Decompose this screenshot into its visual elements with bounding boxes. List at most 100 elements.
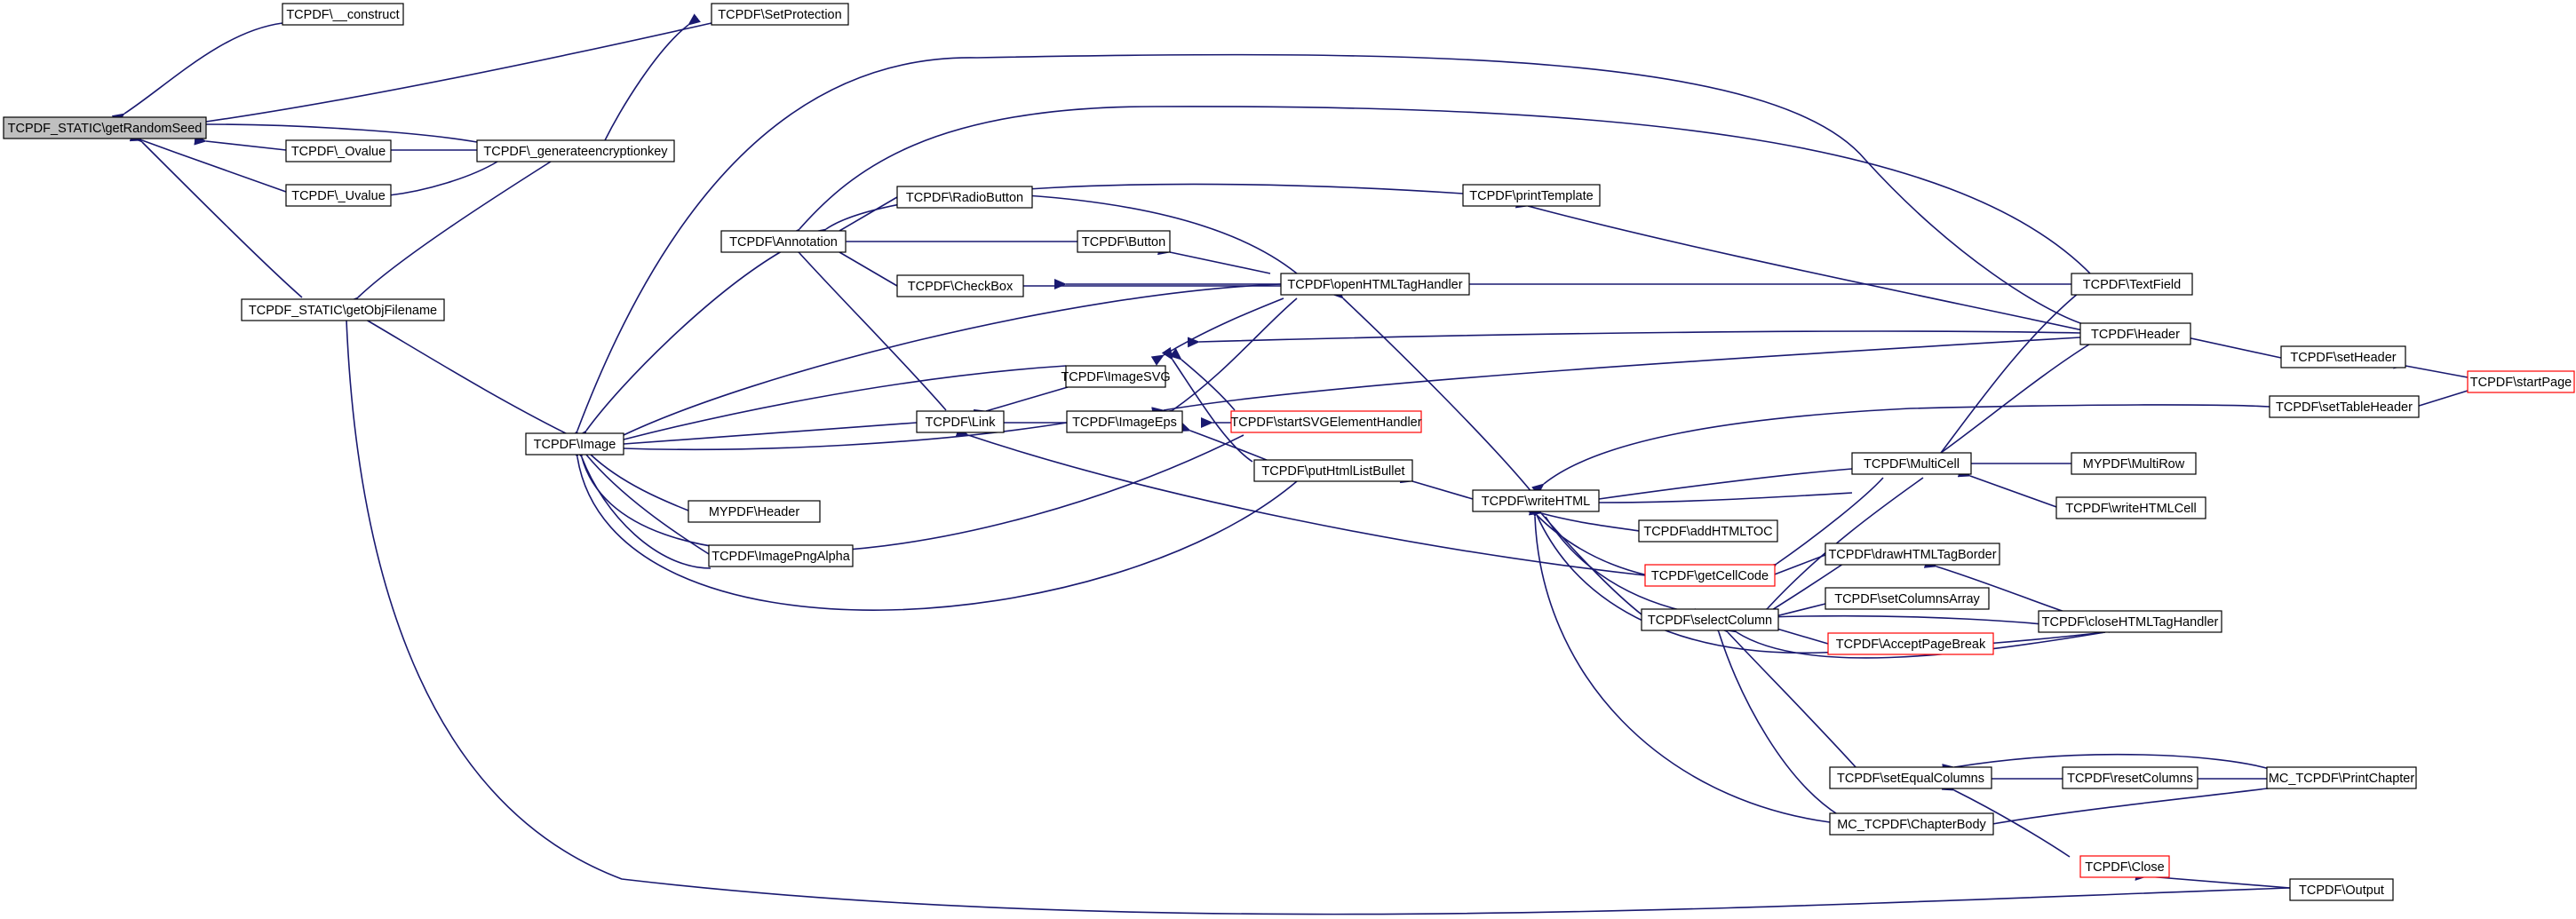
edge-openhtml-to-imageeps	[1159, 297, 1298, 422]
node-startsvg[interactable]: TCPDF\startSVGElementHandler	[1230, 410, 1422, 433]
edge-closehtml-to-selectcol2	[1723, 621, 2106, 659]
node-label: TCPDF\_generateencryptionkey	[483, 145, 668, 159]
edge-imagesvg-to-link	[973, 386, 1069, 420]
edge-imageeps-to-image	[611, 422, 1068, 454]
node-label: TCPDF\addHTMLTOC	[1643, 525, 1772, 539]
node-annotation[interactable]: TCPDF\Annotation	[720, 230, 847, 253]
node-box	[1829, 812, 1994, 836]
node-setcolarr[interactable]: TCPDF\setColumnsArray	[1825, 587, 1990, 610]
node-setprot[interactable]: TCPDF\SetProtection	[711, 3, 849, 26]
edge-genkey-to-uvalue	[377, 161, 498, 202]
edge-drawborder-to-getcellcode	[1759, 554, 1826, 585]
node-genkey[interactable]: TCPDF\_generateencryptionkey	[476, 139, 675, 162]
edge-header-to-imageeps	[1151, 337, 2081, 418]
node-addhtmltoc[interactable]: TCPDF\addHTMLTOC	[1638, 519, 1778, 543]
node-box	[896, 186, 1033, 209]
node-label: TCPDF\writeHTML	[1482, 495, 1590, 509]
node-button[interactable]: TCPDF\Button	[1077, 230, 1171, 253]
node-label: MYPDF\Header	[709, 505, 800, 519]
edge-putbullet-to-imagesvg	[1161, 346, 1253, 463]
node-box	[1644, 564, 1776, 587]
node-box	[720, 230, 847, 253]
node-getcellcode[interactable]: TCPDF\getCellCode	[1644, 564, 1776, 587]
node-startpage[interactable]: TCPDF\startPage	[2467, 370, 2575, 393]
node-grs[interactable]: TCPDF_STATIC\getRandomSeed	[3, 116, 207, 139]
node-settableheader[interactable]: TCPDF\setTableHeader	[2269, 395, 2420, 418]
edge-getcellcode-to-writehtml	[1524, 503, 1649, 576]
node-ovalue[interactable]: TCPDF\_Ovalue	[285, 139, 392, 162]
edge-setheader-to-header	[2174, 329, 2282, 359]
edge-link-to-annotation	[787, 241, 947, 411]
node-box	[2079, 322, 2191, 345]
edge-radio-to-annotation	[826, 196, 898, 242]
edge-addhtmltoc-to-writehtml	[1528, 504, 1640, 532]
node-label: TCPDF\startSVGElementHandler	[1230, 416, 1421, 430]
node-label: TCPDF\TextField	[2083, 278, 2181, 292]
node-label: TCPDF\ImagePngAlpha	[712, 550, 850, 564]
node-imagesvg[interactable]: TCPDF\ImageSVG	[1061, 365, 1171, 388]
edge-getobj-to-getrandomseed	[130, 130, 303, 298]
node-box	[525, 432, 624, 456]
node-chapterbody[interactable]: MC_TCPDF\ChapterBody	[1829, 812, 1994, 836]
edge-output-to-getobj	[340, 307, 2291, 915]
node-image[interactable]: TCPDF\Image	[525, 432, 624, 456]
node-getobj[interactable]: TCPDF_STATIC\getObjFilename	[241, 298, 445, 321]
edge-getcellcode-to-link	[955, 426, 1646, 576]
node-closehtml[interactable]: TCPDF\closeHTMLTagHandler	[2038, 610, 2222, 633]
edge-header-to-printtpl	[1515, 197, 2084, 331]
node-box	[282, 3, 404, 26]
node-printtpl[interactable]: TCPDF\printTemplate	[1462, 184, 1601, 207]
edge-printchapter-to-setequal	[1942, 753, 2270, 774]
node-drawborder[interactable]: TCPDF\drawHTMLTagBorder	[1825, 543, 2000, 566]
node-label: TCPDF\Annotation	[729, 235, 838, 250]
node-link[interactable]: TCPDF\Link	[916, 410, 1005, 433]
nodes-layer: TCPDF_STATIC\getRandomSeed TCPDF\__constr…	[3, 3, 2575, 901]
edge-pngalpha2-to-image	[572, 444, 712, 569]
edge-openhtml-to-radio	[1014, 189, 1298, 274]
node-label: TCPDF\getCellCode	[1651, 569, 1769, 583]
edge-openhtml-to-image	[610, 283, 1282, 445]
node-mypdfheader[interactable]: MYPDF\Header	[688, 500, 821, 523]
node-close[interactable]: TCPDF\Close	[2079, 855, 2170, 878]
node-imageeps[interactable]: TCPDF\ImageEps	[1066, 410, 1183, 433]
node-writehtmlcell[interactable]: TCPDF\writeHTMLCell	[2055, 496, 2206, 519]
node-setequal[interactable]: TCPDF\setEqualColumns	[1829, 766, 1992, 789]
node-header[interactable]: TCPDF\Header	[2079, 322, 2191, 345]
node-label: TCPDF\putHtmlListBullet	[1261, 464, 1404, 479]
node-label: MC_TCPDF\PrintChapter	[2269, 772, 2415, 786]
edge-multicell-to-writehtml	[1586, 468, 1853, 506]
edge-construct-to-getrandomseed	[111, 22, 283, 125]
node-multicell[interactable]: TCPDF\MultiCell	[1851, 452, 1972, 475]
node-label: TCPDF\Close	[2085, 860, 2164, 875]
node-pngalpha[interactable]: TCPDF\ImagePngAlpha	[708, 544, 854, 567]
node-label: TCPDF\closeHTMLTagHandler	[2042, 615, 2219, 630]
node-box	[1825, 587, 1990, 610]
node-box	[1462, 184, 1601, 207]
node-construct[interactable]: TCPDF\__construct	[282, 3, 404, 26]
node-resetcol[interactable]: TCPDF\resetColumns	[2062, 766, 2198, 789]
node-box	[1825, 543, 2000, 566]
edges-layer	[111, 13, 2469, 915]
node-output[interactable]: TCPDF\Output	[2289, 878, 2394, 901]
node-openhtml[interactable]: TCPDF\openHTMLTagHandler	[1280, 273, 1470, 296]
node-box	[711, 3, 849, 26]
node-box	[1230, 410, 1422, 433]
node-printchapter[interactable]: MC_TCPDF\PrintChapter	[2266, 766, 2417, 789]
node-setheader[interactable]: TCPDF\setHeader	[2280, 345, 2406, 368]
edge-textfield-to-multicell	[1929, 292, 2079, 466]
node-checkbox[interactable]: TCPDF\CheckBox	[896, 274, 1024, 297]
node-acceptpb[interactable]: TCPDF\AcceptPageBreak	[1827, 632, 1994, 655]
node-radio[interactable]: TCPDF\RadioButton	[896, 186, 1033, 209]
node-box	[1638, 519, 1778, 543]
node-textfield[interactable]: TCPDF\TextField	[2071, 273, 2193, 296]
node-box	[2071, 273, 2193, 296]
node-writehtml[interactable]: TCPDF\writeHTML	[1472, 489, 1600, 512]
edge-writehtml-to-putbullet	[1399, 472, 1474, 500]
edge-getcellcode-to-multicell	[1763, 477, 1884, 575]
node-putbullet[interactable]: TCPDF\putHtmlListBullet	[1253, 459, 1413, 482]
node-selectcol[interactable]: TCPDF\selectColumn	[1641, 608, 1779, 631]
node-multirow[interactable]: MYPDF\MultiRow	[2071, 452, 2197, 475]
node-label: TCPDF\__construct	[286, 8, 399, 22]
edge-link-to-image	[611, 422, 918, 450]
node-uvalue[interactable]: TCPDF\_Uvalue	[285, 184, 392, 207]
